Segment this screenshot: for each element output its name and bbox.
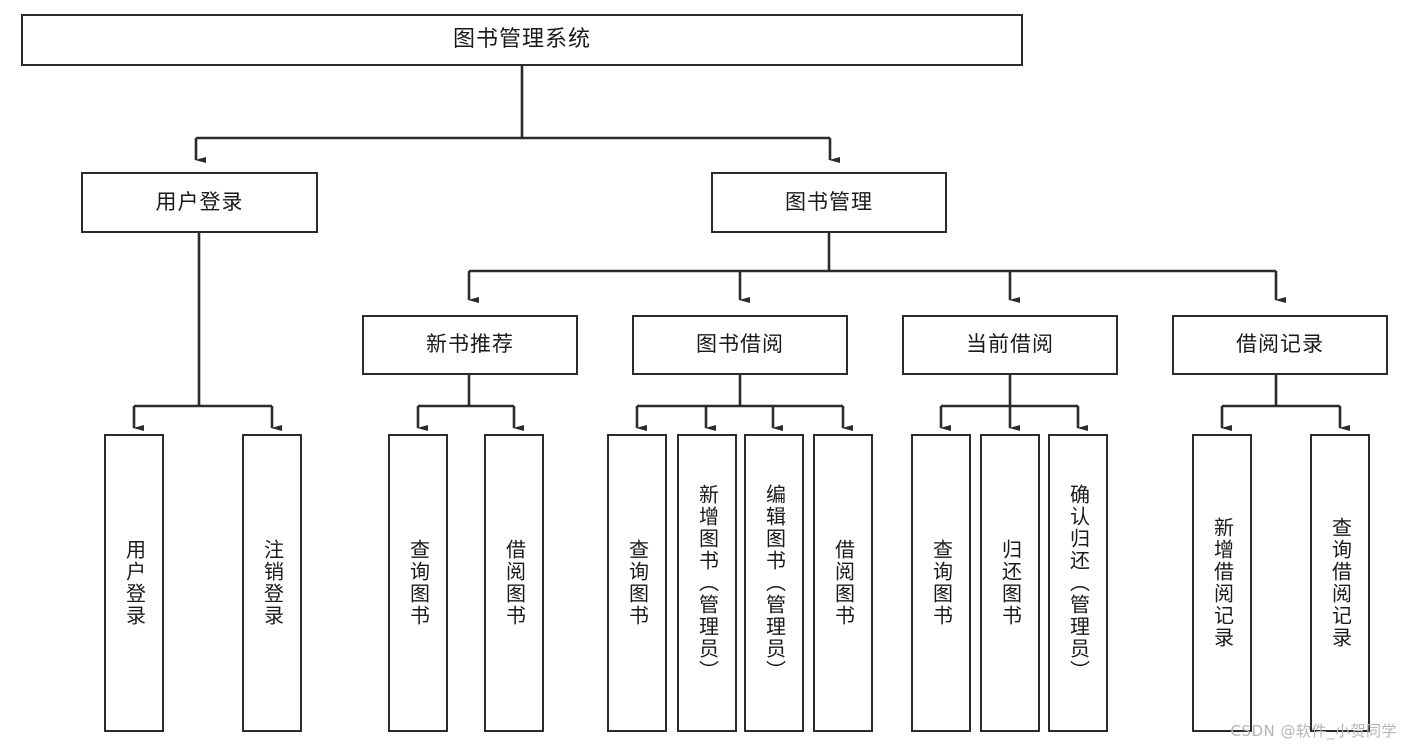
node-leaf-edit-book[interactable]: 编辑图书（管理员）	[744, 434, 804, 732]
node-leaf-user-login-label: 用户登录	[122, 539, 147, 627]
node-leaf-add-record[interactable]: 新增借阅记录	[1192, 434, 1252, 732]
node-new-book-recommend[interactable]: 新书推荐	[362, 315, 578, 375]
watermark: CSDN @软件_小贺同学	[1230, 722, 1397, 740]
node-root-label: 图书管理系统	[452, 26, 591, 52]
node-borrow-record[interactable]: 借阅记录	[1172, 315, 1388, 375]
node-leaf-query-book-3-label: 查询图书	[929, 539, 954, 627]
node-leaf-logout-login[interactable]: 注销登录	[242, 434, 302, 732]
node-leaf-return-book[interactable]: 归还图书	[980, 434, 1040, 732]
node-leaf-borrow-book-2[interactable]: 借阅图书	[813, 434, 873, 732]
node-leaf-user-login[interactable]: 用户登录	[104, 434, 164, 732]
node-leaf-borrow-book-1[interactable]: 借阅图书	[484, 434, 544, 732]
node-root[interactable]: 图书管理系统	[21, 14, 1023, 66]
node-leaf-add-record-label: 新增借阅记录	[1210, 517, 1235, 649]
node-book-borrow-label: 图书借阅	[696, 332, 784, 357]
node-leaf-logout-login-label: 注销登录	[260, 539, 285, 627]
node-book-borrow[interactable]: 图书借阅	[632, 315, 848, 375]
node-leaf-query-record[interactable]: 查询借阅记录	[1310, 434, 1370, 732]
node-current-borrow[interactable]: 当前借阅	[902, 315, 1118, 375]
node-leaf-confirm-return-label: 确认归还（管理员）	[1066, 484, 1091, 682]
node-new-book-recommend-label: 新书推荐	[426, 332, 514, 357]
node-leaf-borrow-book-2-label: 借阅图书	[831, 539, 856, 627]
node-borrow-record-label: 借阅记录	[1236, 332, 1324, 357]
node-leaf-query-book-1-label: 查询图书	[406, 539, 431, 627]
node-current-borrow-label: 当前借阅	[966, 332, 1054, 357]
node-leaf-add-book-label: 新增图书（管理员）	[695, 484, 720, 682]
node-leaf-query-book-1[interactable]: 查询图书	[388, 434, 448, 732]
node-leaf-query-book-3[interactable]: 查询图书	[911, 434, 971, 732]
node-leaf-query-book-2[interactable]: 查询图书	[607, 434, 667, 732]
node-book-manage[interactable]: 图书管理	[711, 172, 947, 233]
node-leaf-return-book-label: 归还图书	[998, 539, 1023, 627]
node-leaf-add-book[interactable]: 新增图书（管理员）	[677, 434, 737, 732]
node-leaf-edit-book-label: 编辑图书（管理员）	[762, 484, 787, 682]
node-user-login-label: 用户登录	[155, 189, 244, 214]
node-leaf-query-record-label: 查询借阅记录	[1328, 517, 1353, 649]
node-leaf-borrow-book-1-label: 借阅图书	[502, 539, 527, 627]
node-leaf-query-book-2-label: 查询图书	[625, 539, 650, 627]
node-book-manage-label: 图书管理	[785, 189, 873, 214]
node-user-login[interactable]: 用户登录	[81, 172, 318, 233]
node-leaf-confirm-return[interactable]: 确认归还（管理员）	[1048, 434, 1108, 732]
